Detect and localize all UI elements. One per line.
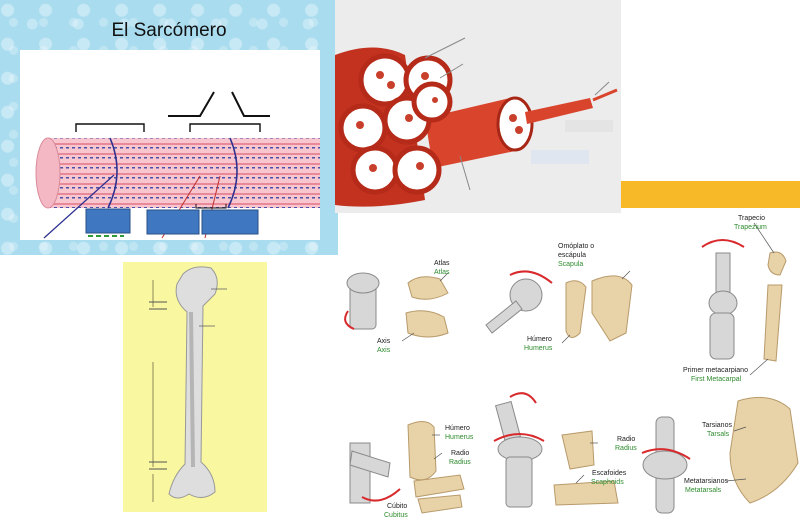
saddle-joint-ring <box>708 290 738 316</box>
orange-bar <box>621 181 800 208</box>
pointer-line <box>459 155 471 191</box>
label-box <box>201 209 259 235</box>
trapezium-bone <box>767 251 787 276</box>
label-scapula-es-2: escápula <box>558 252 587 259</box>
first-metacarpal-bone <box>763 284 783 362</box>
label-metatarsals-es: Metatarsianos <box>684 478 728 485</box>
label-axis-en: Axis <box>377 347 391 354</box>
arrow-line <box>168 91 215 117</box>
axis-bone <box>405 310 449 338</box>
label-humerus-en: Humerus <box>524 345 553 352</box>
label-ulna-es: Cúbito <box>387 503 408 510</box>
femur-diagram <box>149 266 227 502</box>
rotation-arrow <box>493 433 545 442</box>
label-radius2-es: Radio <box>617 436 636 443</box>
sarcomere-title: El Sarcómero <box>111 20 227 41</box>
muscle-fiber-diagram <box>335 37 618 207</box>
bracket <box>195 204 227 209</box>
scapula-bone <box>591 275 633 342</box>
radius-bone-2 <box>561 430 595 470</box>
humerus-bone <box>565 280 587 338</box>
pointer-line <box>43 174 115 239</box>
label-scaphoid-en: Scaphoids <box>591 479 624 486</box>
rotation-arrow <box>641 448 691 460</box>
label-scaphoid-es: Escafoides <box>592 470 627 477</box>
label-humerus2-en: Humerus <box>445 434 474 441</box>
label-atlas-es: Atlas <box>434 260 450 267</box>
muscle-fiber <box>525 98 593 124</box>
sarcomere-diagram <box>35 91 320 239</box>
radius-bone <box>413 474 465 498</box>
rotation-arrow <box>509 270 553 284</box>
fascicle-end <box>496 96 534 152</box>
rotation-arrow <box>509 392 537 404</box>
label-humerus-es: Húmero <box>527 336 552 343</box>
bracket <box>75 123 145 132</box>
label-trapezium-en: Trapezium <box>734 224 767 231</box>
section-tick <box>149 301 167 470</box>
ball-joint-shaft <box>485 300 523 334</box>
foot-bones <box>729 396 799 504</box>
hinge-joint-arm <box>349 450 391 478</box>
joint-types-diagram <box>344 222 799 514</box>
label-box <box>146 209 200 235</box>
label-trapezium-es: Trapecio <box>738 215 765 222</box>
myofibril-cylinder <box>48 138 320 208</box>
arrow-line <box>231 91 270 117</box>
ulna-bone <box>417 494 463 514</box>
femur-shaft-shadow <box>189 311 195 468</box>
label-radius1-es: Radio <box>451 450 470 457</box>
rotation-arrow <box>701 239 745 248</box>
pointer-line <box>439 63 464 79</box>
label-box <box>85 208 131 234</box>
label-scapula-en: Scapula <box>558 261 584 268</box>
fascicle-bundle <box>392 145 442 195</box>
label-humerus2-es: Húmero <box>445 425 470 432</box>
bracket <box>189 123 261 132</box>
myofibril-strand <box>592 88 618 102</box>
condyloid-joint-base <box>505 456 533 508</box>
fascicle-bundle <box>411 81 453 123</box>
atlas-bone <box>407 276 449 300</box>
label-axis-es: Axis <box>377 338 391 345</box>
label-box <box>531 150 589 164</box>
scaphoid-bone <box>553 480 619 506</box>
z-line <box>227 137 238 209</box>
fascicle <box>425 98 520 168</box>
humerus-bone-2 <box>407 421 437 481</box>
saddle-joint-base <box>709 312 735 360</box>
label-tarsals-en: Tarsals <box>707 431 730 438</box>
pointer-line <box>424 37 466 59</box>
rotation-arrow <box>361 488 401 502</box>
plane-joint-ring <box>642 450 688 480</box>
label-metacarpal-en: First Metacarpal <box>691 376 742 383</box>
label-atlas-en: Atlas <box>434 269 450 276</box>
label-ulna-en: Cubitus <box>384 512 408 519</box>
myofibril-end <box>35 137 61 209</box>
label-radius1-en: Radius <box>449 459 471 466</box>
pivot-joint-ring <box>346 272 380 294</box>
z-line <box>107 137 118 209</box>
fascicle-bundle <box>338 103 388 153</box>
label-metatarsals-en: Metatarsals <box>685 487 722 494</box>
label-scapula-es-1: Omóplato o <box>558 243 595 250</box>
label-box <box>565 120 613 132</box>
rotation-arrow <box>344 310 355 330</box>
pointer-line <box>594 81 610 96</box>
label-metacarpal-es: Primer metacarpiano <box>683 367 748 374</box>
label-tarsals-es: Tarsianos <box>702 422 732 429</box>
label-radius2-en: Radius <box>615 445 637 452</box>
